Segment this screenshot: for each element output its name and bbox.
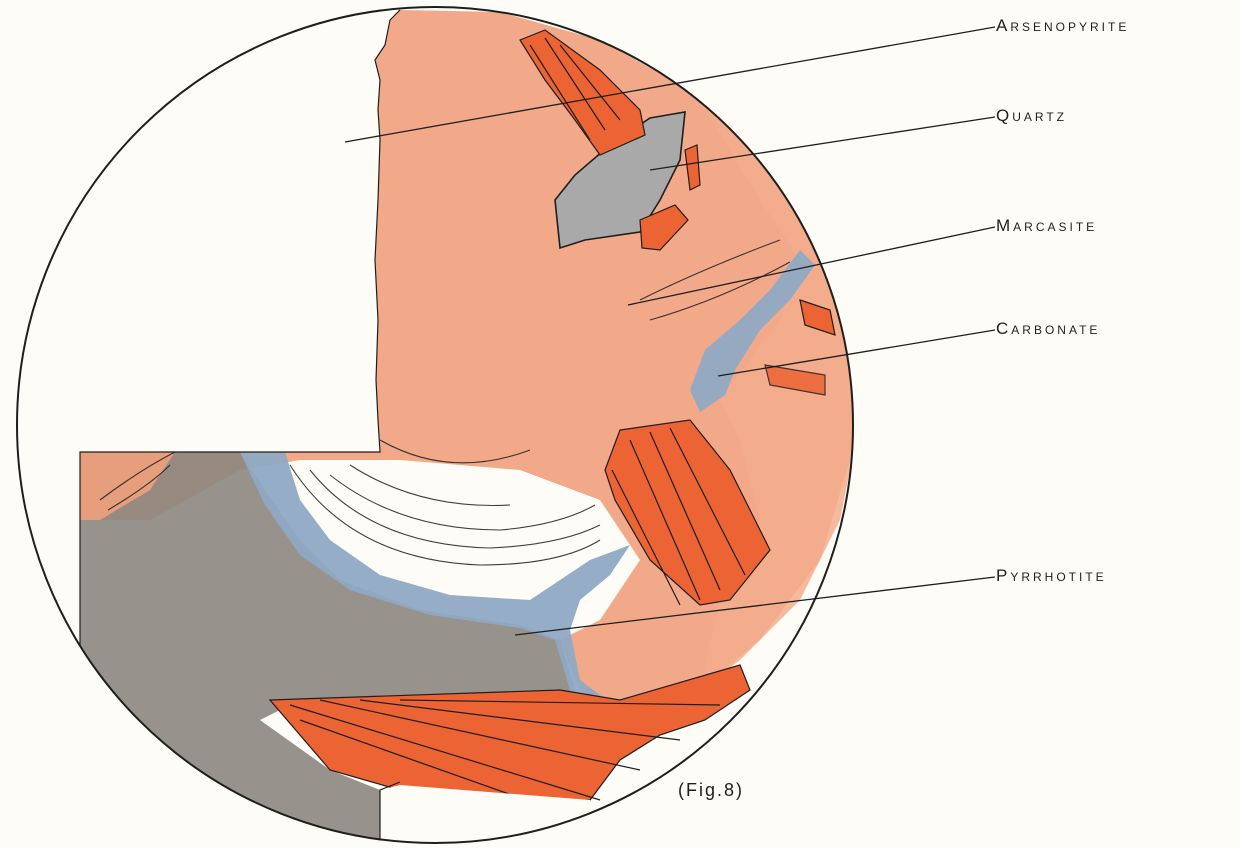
figure-caption: (Fig.8) [678,780,744,801]
label-carbonate: Carbonate [996,319,1100,339]
label-arsenopyrite: Arsenopyrite [996,16,1129,36]
label-quartz: Quartz [996,106,1067,126]
label-marcasite: Marcasite [996,216,1097,236]
label-pyrrhotite: Pyrrhotite [996,566,1107,586]
